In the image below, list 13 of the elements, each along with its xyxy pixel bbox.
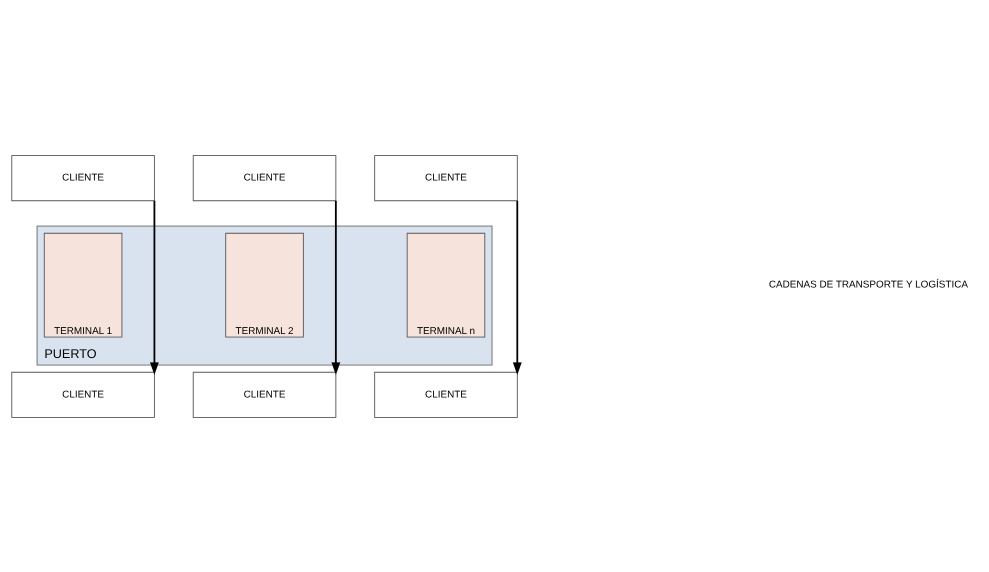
node-box: TERMINAL 1: [44, 232, 122, 337]
label: CADENAS DE TRANSPORTE Y LOGÍSTICA: [768, 279, 968, 290]
node-box: TERMINAL n: [406, 232, 486, 337]
node-box: CLIENTE: [374, 154, 518, 201]
arrow: [150, 200, 159, 374]
arrow: [512, 200, 522, 374]
node-box: TERMINAL 2: [225, 232, 304, 337]
node-box: CLIENTE: [11, 371, 155, 418]
node-box: CLIENTE: [374, 371, 518, 418]
node-box: CLIENTE: [11, 154, 155, 201]
node-box: CLIENTE: [192, 154, 336, 201]
arrow: [331, 200, 340, 374]
node-box: CLIENTE: [192, 371, 336, 418]
